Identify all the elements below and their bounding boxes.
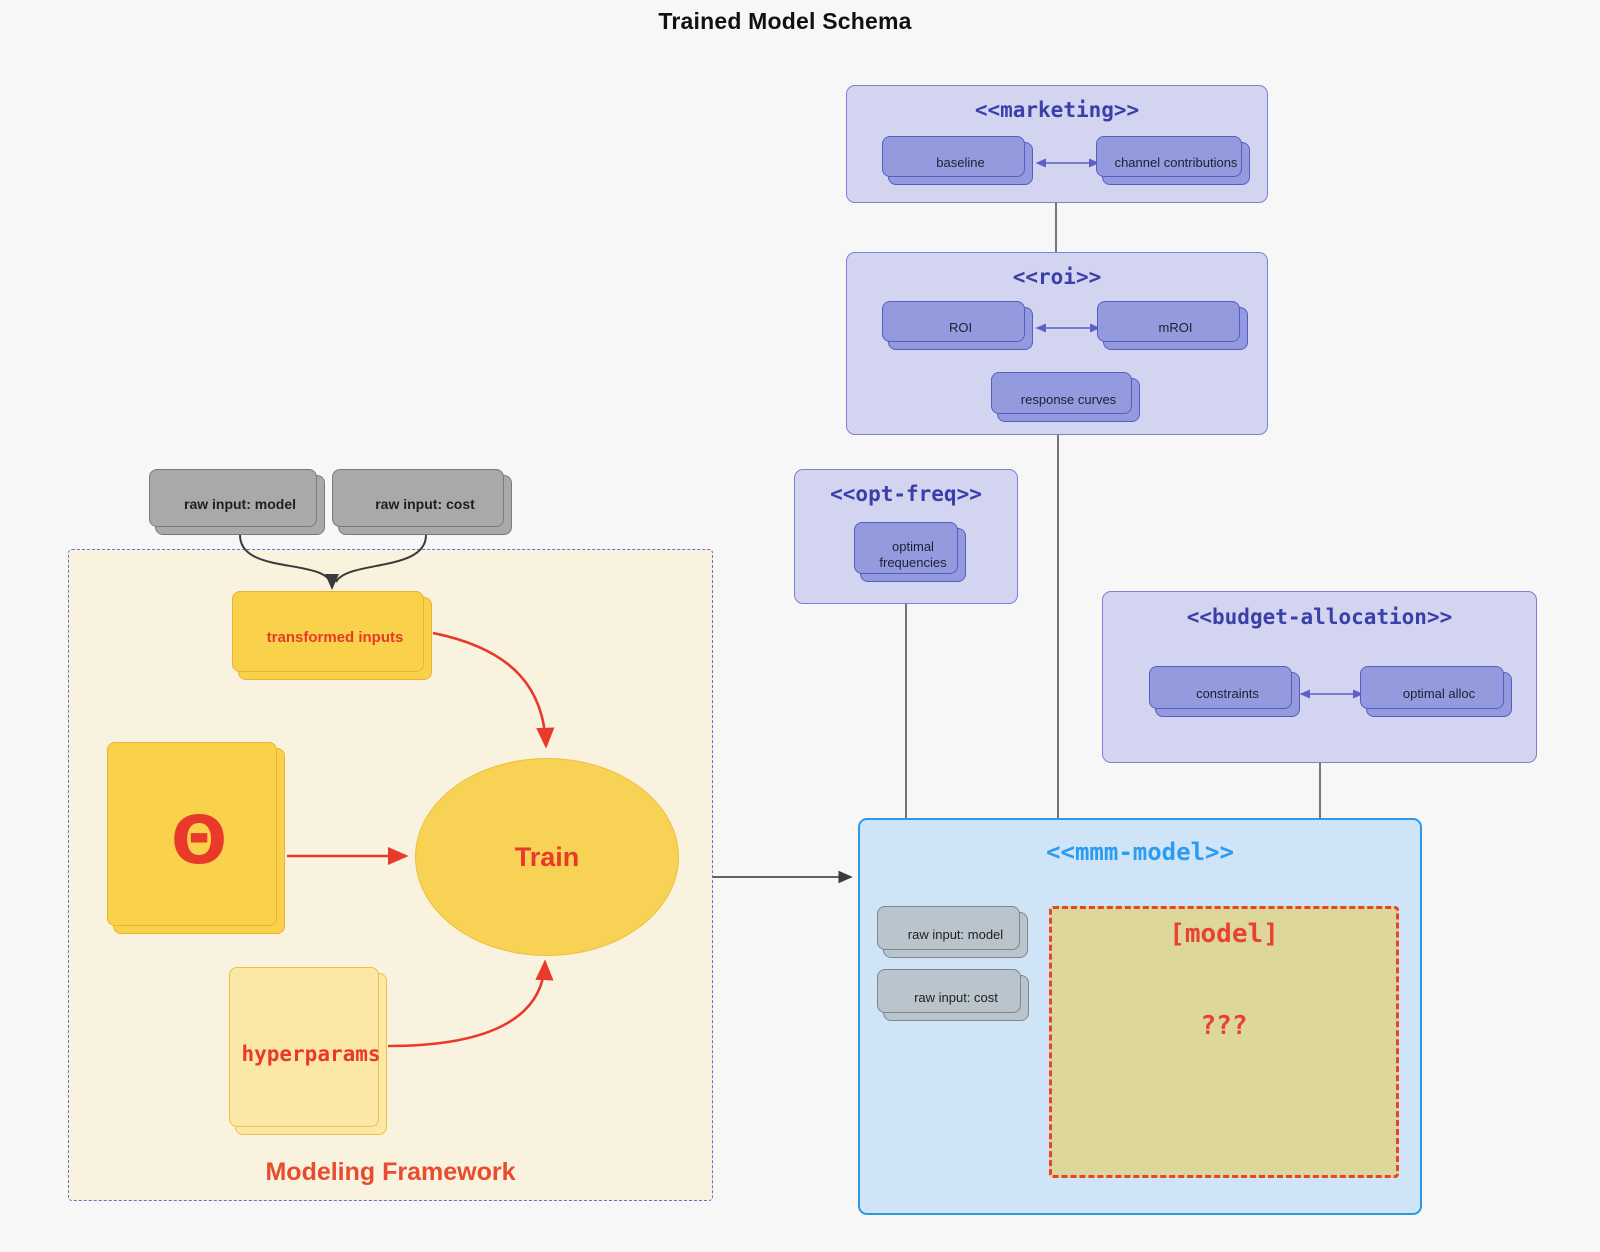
node-response-curves-label: response curves: [1020, 391, 1117, 407]
node-mmm-raw-input-model: raw input: model: [883, 912, 1028, 958]
node-constraints-label: constraints: [1196, 686, 1259, 702]
node-optimal-frequencies: optimal frequencies: [860, 528, 966, 582]
node-model-placeholder: [model] ???: [1049, 906, 1399, 1178]
node-hyperparams-label: hyperparams: [241, 1041, 381, 1066]
node-raw-input-cost: raw input: cost: [338, 475, 512, 535]
page-title: Trained Model Schema: [658, 8, 912, 34]
edge-transformed-train: [432, 631, 555, 749]
modeling-framework-label: Modeling Framework: [265, 1158, 516, 1186]
node-baseline: baseline: [888, 142, 1033, 185]
node-mmm-raw-input-model-label: raw input: model: [907, 926, 1004, 942]
node-mmm-raw-input-cost: raw input: cost: [883, 975, 1029, 1021]
node-theta: Θ: [113, 748, 285, 934]
edge-hyperparams-train: [387, 959, 554, 1048]
node-transformed-inputs: transformed inputs: [238, 597, 432, 680]
group-opt-freq-title: <<opt-freq>>: [830, 482, 982, 506]
node-optimal-frequencies-label: optimal frequencies: [879, 538, 947, 570]
group-marketing-title: <<marketing>>: [974, 98, 1140, 122]
node-constraints: constraints: [1155, 672, 1300, 717]
group-budget-allocation-title: <<budget-allocation>>: [1186, 605, 1453, 629]
group-roi-title: <<roi>>: [1012, 265, 1102, 289]
node-optimal-alloc: optimal alloc: [1366, 672, 1512, 717]
node-channel-contributions: channel contributions: [1102, 142, 1250, 185]
node-hyperparams: hyperparams: [235, 973, 387, 1135]
node-raw-input-model: raw input: model: [155, 475, 325, 535]
model-placeholder-title: [model]: [1169, 919, 1279, 949]
model-placeholder-unknown: ???: [1200, 1011, 1248, 1041]
group-mmm-model-title: <<mmm-model>>: [1046, 838, 1234, 866]
theta-symbol: Θ: [170, 801, 228, 879]
node-mroi-label: mROI: [1158, 320, 1193, 336]
edge-rawcost-transformed: [335, 534, 427, 583]
node-optimal-alloc-label: optimal alloc: [1402, 686, 1476, 702]
node-train: Train: [415, 758, 679, 956]
node-mroi: mROI: [1103, 307, 1248, 350]
node-channel-contributions-label: channel contributions: [1114, 155, 1238, 171]
node-response-curves: response curves: [997, 378, 1140, 422]
node-raw-input-cost-label: raw input: cost: [375, 496, 475, 513]
node-roi-label: ROI: [948, 320, 973, 336]
node-mmm-raw-input-cost-label: raw input: cost: [914, 989, 998, 1005]
node-roi: ROI: [888, 307, 1033, 350]
node-raw-input-model-label: raw input: model: [184, 496, 296, 513]
node-baseline-label: baseline: [936, 155, 985, 171]
edge-rawmodel-transformed: [239, 534, 339, 590]
node-transformed-inputs-label: transformed inputs: [266, 629, 404, 647]
node-train-label: Train: [514, 841, 580, 872]
